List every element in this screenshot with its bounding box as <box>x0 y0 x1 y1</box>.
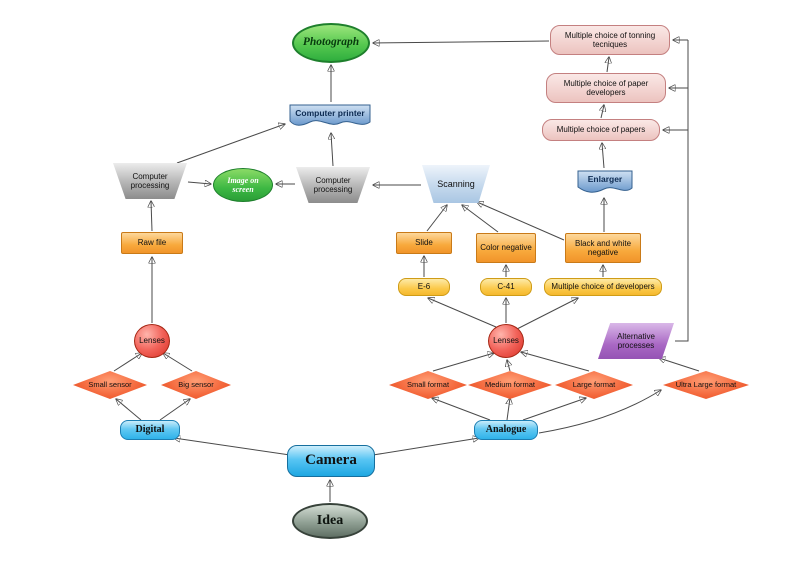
connector-ultralarge-altprocesses <box>659 358 700 372</box>
connector-analogue-mediumformat <box>507 398 510 421</box>
node-alternative-processes: Alternative processes <box>598 323 674 359</box>
node-small-sensor-label: Small sensor <box>88 379 132 389</box>
node-photograph-label: Photograph <box>302 36 360 49</box>
connector-analogue-ultralarge <box>538 390 661 434</box>
node-slide: Slide <box>396 232 452 254</box>
node-multiple-developers-label: Multiple choice of developers <box>551 282 655 292</box>
node-color-negative-label: Color negative <box>480 243 532 253</box>
node-scanning-label: Scanning <box>437 178 475 189</box>
node-photograph: Photograph <box>292 23 370 63</box>
node-big-sensor-label: Big sensor <box>178 379 214 389</box>
node-medium-format-label: Medium format <box>484 379 535 389</box>
connector-slide-scanning <box>426 205 447 232</box>
node-c41: C-41 <box>480 278 532 296</box>
connector-cpright-printer <box>331 133 333 167</box>
node-raw-file: Raw file <box>121 232 183 254</box>
connector-small-sensor-lenses <box>113 353 142 372</box>
node-camera-label: Camera <box>305 452 357 469</box>
node-c41-label: C-41 <box>497 282 515 292</box>
connector-camera-analogue <box>372 438 479 456</box>
node-bw-negative: Black and white negative <box>565 233 641 263</box>
connector-digital-big-sensor <box>159 399 190 421</box>
node-enlarger-label: Enlarger <box>587 174 623 185</box>
node-e6: E-6 <box>398 278 450 296</box>
node-digital: Digital <box>120 420 180 440</box>
node-scanning: Scanning <box>422 165 490 203</box>
node-large-format-label: Large format <box>572 379 616 389</box>
node-image-on-screen: Image on screen <box>213 168 273 202</box>
node-lenses-analogue-label: Lenses <box>493 336 519 346</box>
node-multiple-tonning: Multiple choice of tonning tecniques <box>550 25 670 55</box>
node-raw-file-label: Raw file <box>137 238 167 248</box>
connector-digital-small-sensor <box>116 399 142 421</box>
node-computer-processing-right: Computer processing <box>296 167 370 203</box>
connector-big-sensor-lenses <box>163 353 193 372</box>
connector-lenses-e6 <box>428 298 497 328</box>
document-shape-icon <box>577 170 633 193</box>
node-idea-label: Idea <box>316 512 344 528</box>
node-enlarger: Enlarger <box>576 169 634 197</box>
node-computer-processing-right-label: Computer processing <box>313 175 353 194</box>
connector-bwneg-scanning <box>477 202 565 241</box>
node-camera: Camera <box>287 445 375 477</box>
connector-tonning-photograph <box>373 41 550 43</box>
node-lenses-analogue: Lenses <box>488 324 524 358</box>
node-multiple-tonning-label: Multiple choice of tonning tecniques <box>564 30 656 49</box>
node-image-on-screen-label: Image on screen <box>227 175 259 194</box>
node-color-negative: Color negative <box>476 233 536 263</box>
connector-altprocesses-rail <box>675 40 689 342</box>
node-computer-printer-label: Computer printer <box>295 108 365 119</box>
connector-papers-paperdevs <box>601 105 604 119</box>
node-computer-printer: Computer printer <box>288 103 372 131</box>
node-computer-processing-left-label: Computer processing <box>130 171 170 190</box>
node-analogue-label: Analogue <box>485 424 527 436</box>
connector-mediumformat-lenses <box>507 360 510 372</box>
node-alternative-processes-label: Alternative processes <box>617 331 655 350</box>
node-multiple-papers-label: Multiple choice of papers <box>556 125 646 135</box>
connector-colorneg-scanning <box>462 205 499 233</box>
node-digital-label: Digital <box>135 424 165 436</box>
node-bw-negative-label: Black and white negative <box>574 238 632 257</box>
connector-paperdevs-tonning <box>607 57 609 73</box>
connector-enlarger-papers <box>602 143 604 169</box>
connector-smallformat-lenses <box>432 353 494 372</box>
connector-analogue-largeformat <box>522 398 586 421</box>
connector-analogue-smallformat <box>432 398 491 421</box>
node-multiple-developers: Multiple choice of developers <box>544 278 662 296</box>
node-idea: Idea <box>292 503 368 539</box>
node-lenses-digital: Lenses <box>134 324 170 358</box>
node-lenses-digital-label: Lenses <box>139 336 165 346</box>
node-e6-label: E-6 <box>417 282 431 292</box>
connector-cpleft-printer <box>176 124 285 164</box>
connector-largeformat-lenses <box>521 352 590 372</box>
connector-rawfile-cpleft <box>151 201 152 232</box>
connector-camera-digital <box>174 438 291 456</box>
node-computer-processing-left: Computer processing <box>113 163 187 199</box>
node-ultra-large-format-label: Ultra Large format <box>675 379 737 389</box>
connector-cpleft-imagescreen <box>187 182 211 184</box>
node-multiple-papers: Multiple choice of papers <box>542 119 660 141</box>
node-analogue: Analogue <box>474 420 538 440</box>
connector-lenses-mdevs <box>516 298 578 330</box>
node-multiple-paper-developers-label: Multiple choice of paper developers <box>563 78 649 97</box>
document-shape-icon <box>289 104 371 126</box>
node-slide-label: Slide <box>415 238 433 248</box>
node-multiple-paper-developers: Multiple choice of paper developers <box>546 73 666 103</box>
node-small-format-label: Small format <box>406 379 450 389</box>
